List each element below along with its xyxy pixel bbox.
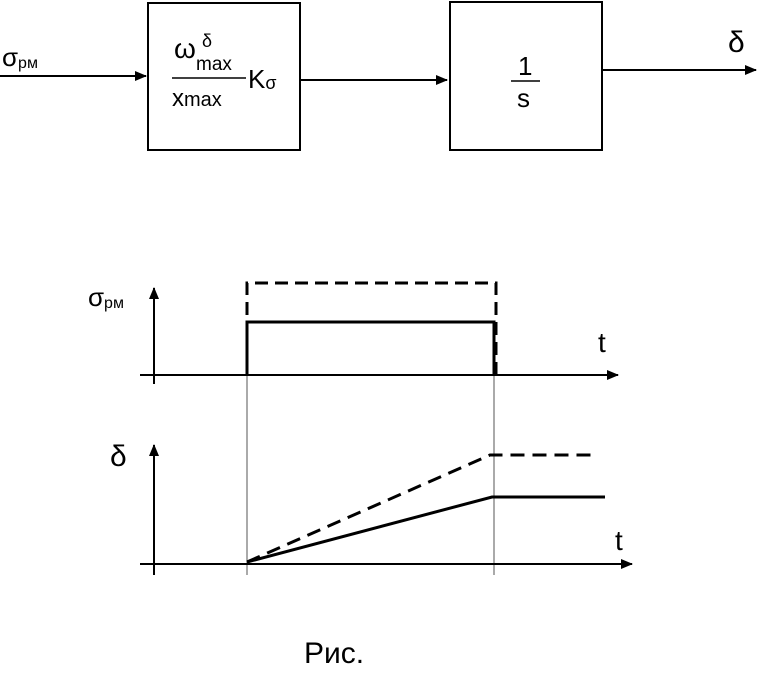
integrator-block <box>449 1 603 151</box>
ramp-dashed <box>246 453 595 564</box>
gain-numerator-symbol: ω <box>174 33 196 64</box>
integrator-numerator: 1 <box>518 51 532 81</box>
pulse-dashed <box>245 281 498 375</box>
timing-diagram: σрм t δ t <box>88 281 633 575</box>
block-diagram: σрм ω δ max xmax Kσ 1 s δ <box>0 1 757 151</box>
pulse-solid <box>245 320 496 375</box>
gain-denominator: xmax <box>172 85 222 112</box>
input-signal-label: σрм <box>2 42 38 72</box>
gain-numerator-sub: max <box>196 54 232 75</box>
gain-block <box>147 2 301 151</box>
top-x-axis-label: t <box>598 327 606 358</box>
output-signal-label: δ <box>728 26 745 59</box>
bottom-x-axis-label: t <box>615 525 623 556</box>
gain-numerator-sup: δ <box>202 31 212 51</box>
figure-caption: Рис. <box>304 637 364 670</box>
gain-k-label: Kσ <box>248 64 276 94</box>
top-y-axis-label: σрм <box>88 282 124 312</box>
bottom-y-axis-label: δ <box>110 440 127 473</box>
integrator-denominator: s <box>517 83 530 113</box>
ramp-solid <box>246 495 605 564</box>
